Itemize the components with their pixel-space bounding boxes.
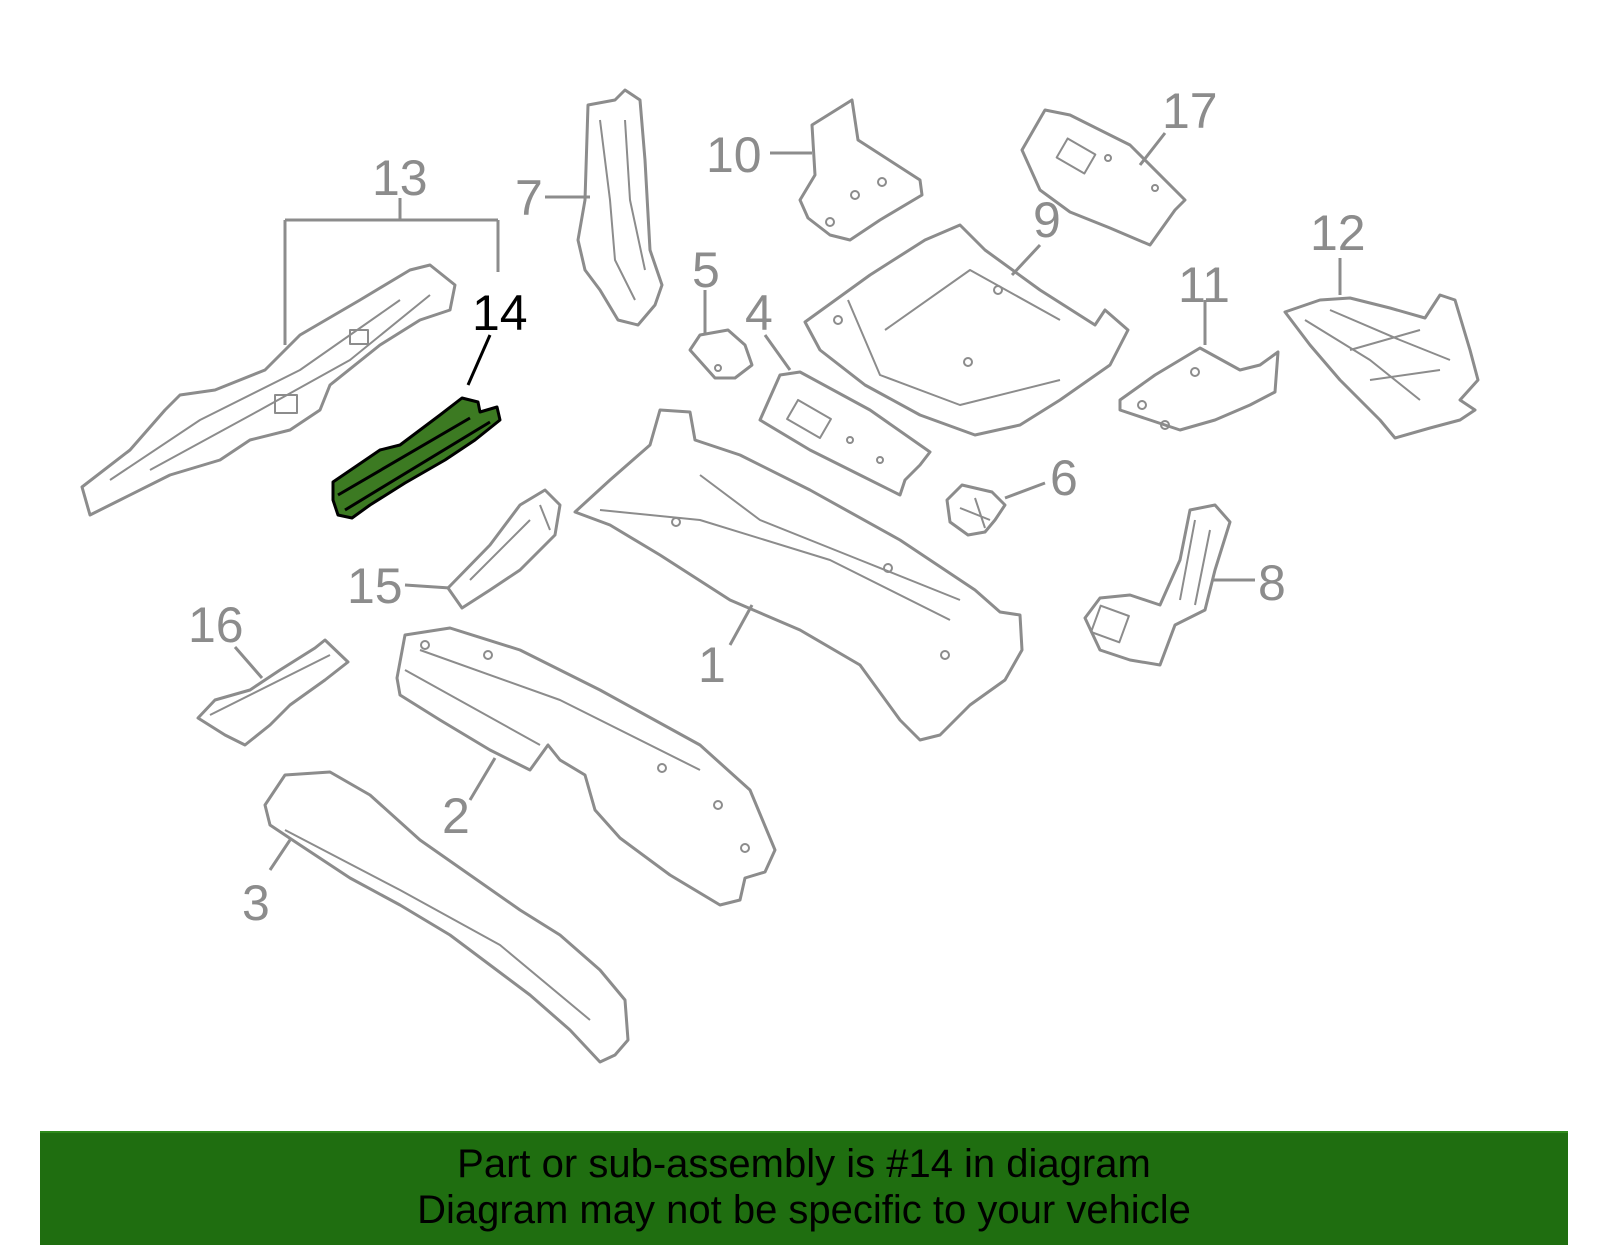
part-8-bracket[interactable] [1083,503,1232,667]
callout-6: 6 [1050,450,1078,506]
callout-17: 17 [1162,83,1218,139]
part-2-reinforcement[interactable] [395,626,777,907]
part-7-pillar[interactable] [576,88,664,327]
part-3-sill[interactable] [263,770,630,1064]
banner-line-2: Diagram may not be specific to your vehi… [417,1188,1191,1232]
callout-15: 15 [347,558,403,614]
callout-11: 11 [1178,257,1230,313]
part-14-highlighted[interactable] [331,396,502,520]
banner-line-1: Part or sub-assembly is #14 in diagram [457,1142,1151,1186]
part-5-clip[interactable] [688,328,754,380]
part-12-housing[interactable] [1283,293,1480,440]
part-17-panel[interactable] [1020,108,1187,247]
part-10-bracket[interactable] [798,98,924,242]
callout-9: 9 [1033,192,1061,248]
callout-3: 3 [242,875,270,931]
info-banner: Part or sub-assembly is #14 in diagram D… [40,1131,1568,1245]
callout-5: 5 [692,242,720,298]
part-15-brace[interactable] [446,488,562,610]
parts-diagram: 13 7 10 17 9 12 11 5 4 6 8 15 1 16 2 3 1… [80,83,1480,1064]
part-6-gusset[interactable] [945,483,1007,537]
part-4-crossmember[interactable] [758,370,932,497]
callout-12: 12 [1310,205,1366,261]
callout-8: 8 [1258,555,1286,611]
callout-numbers: 13 7 10 17 9 12 11 5 4 6 8 15 1 16 2 3 1… [188,83,1366,931]
part-13-rail[interactable] [80,263,457,517]
leader-lines [233,132,1342,871]
callout-7: 7 [515,170,543,226]
callout-14-highlighted: 14 [472,285,528,341]
callout-1: 1 [698,637,726,693]
part-11-bracket[interactable] [1118,346,1280,432]
part-16-strip[interactable] [196,638,350,747]
part-9-floor-pan[interactable] [803,223,1130,437]
callout-16: 16 [188,597,244,653]
callout-4: 4 [745,285,773,341]
callout-13: 13 [372,150,428,206]
callout-10: 10 [706,127,762,183]
part-1-floor-panel[interactable] [573,408,1024,742]
callout-2: 2 [442,788,470,844]
